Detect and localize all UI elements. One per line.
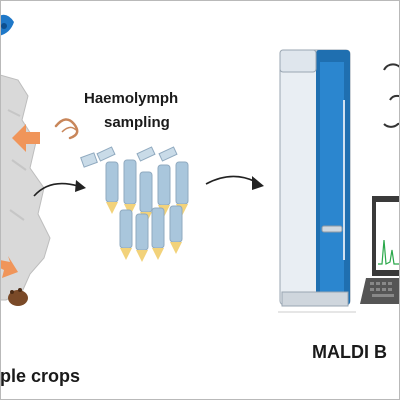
tube-rack-icon xyxy=(80,146,189,262)
arrow-icon xyxy=(12,124,40,152)
flow-arrow-2 xyxy=(205,175,264,190)
insect-icon xyxy=(0,14,14,36)
laptop-icon xyxy=(360,196,400,304)
arrow-icon xyxy=(0,256,18,278)
sampling-label-line1: Haemolymph xyxy=(84,90,179,107)
crops-caption: ple crops xyxy=(0,366,81,386)
cloud-icon xyxy=(383,63,400,128)
flow-arrow-1 xyxy=(33,180,86,197)
sampling-label-line2: sampling xyxy=(104,114,170,131)
larva-icon xyxy=(54,118,79,140)
instrument-caption: MALDI B xyxy=(312,342,387,362)
instrument-icon xyxy=(279,49,351,307)
beetle-icon xyxy=(8,288,28,306)
